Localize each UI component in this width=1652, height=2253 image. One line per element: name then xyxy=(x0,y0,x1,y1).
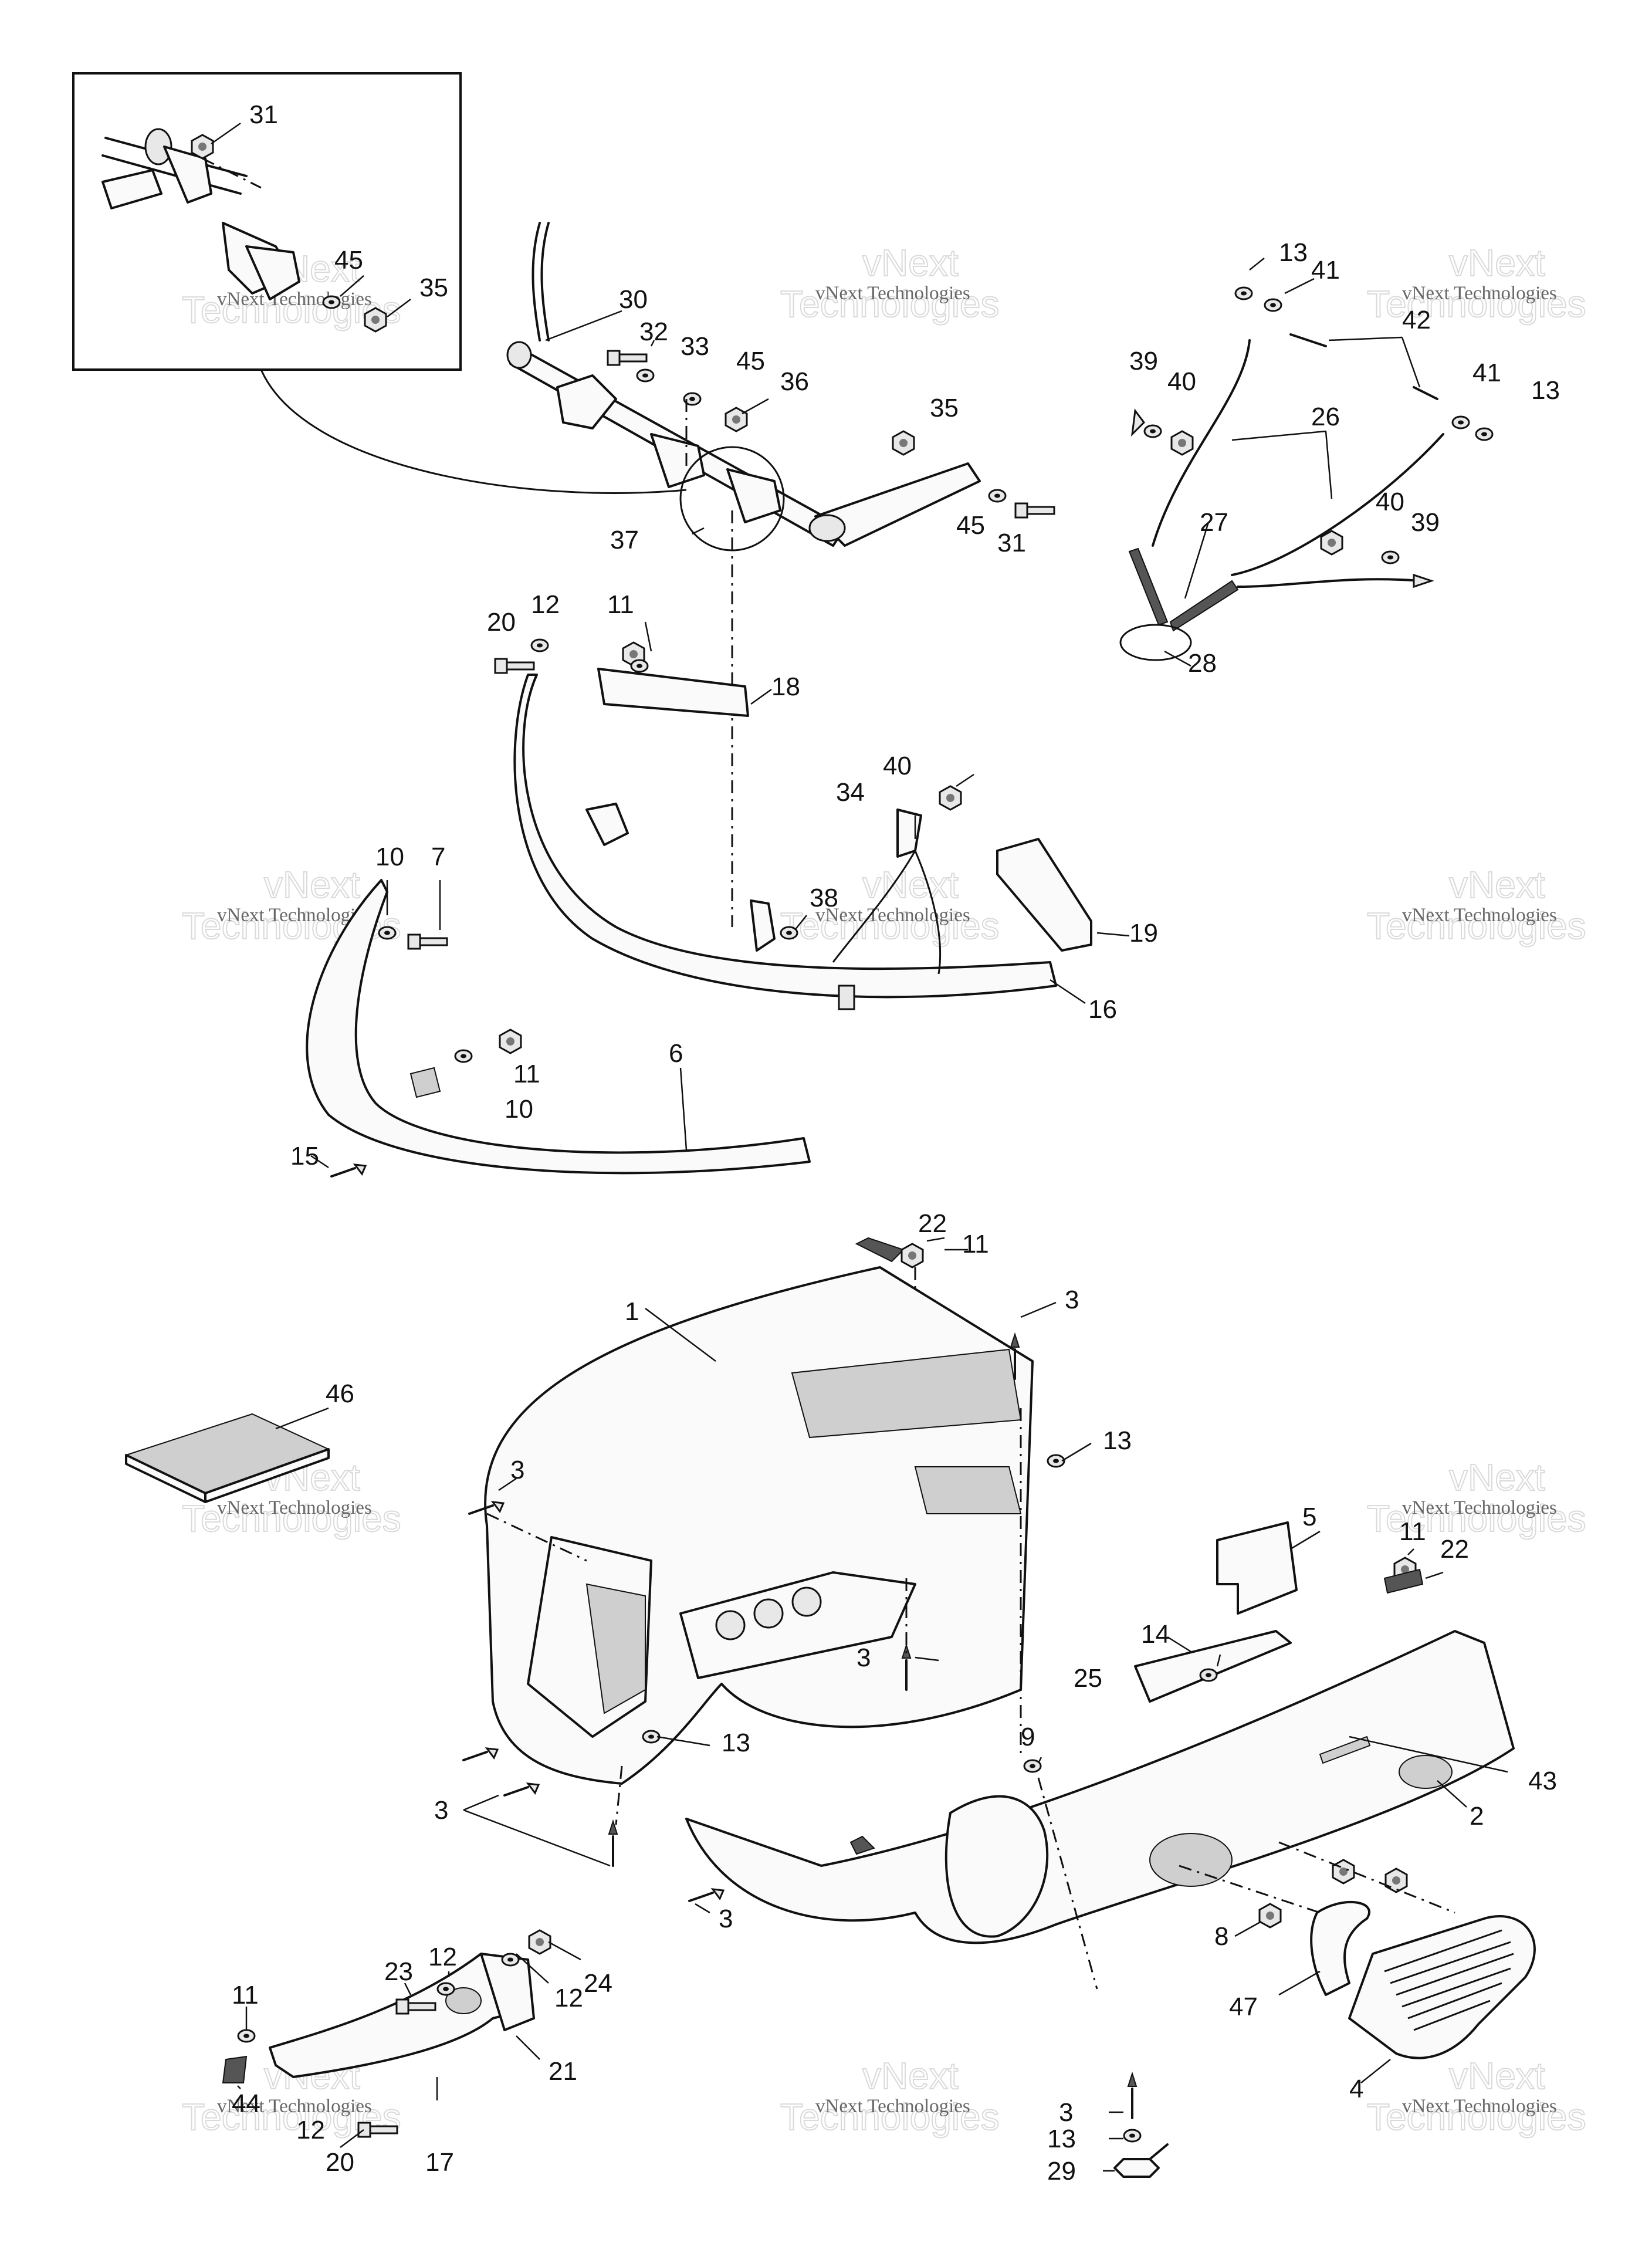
vent-grill xyxy=(1278,1900,1536,2083)
part-label: 4 xyxy=(1349,2075,1363,2103)
part-label: 8 xyxy=(1214,1922,1228,1951)
part-label: 5 xyxy=(1302,1503,1316,1531)
part-label: 3 xyxy=(719,1904,733,1933)
part-label: 13 xyxy=(1103,1426,1132,1455)
part-label: 29 xyxy=(1047,2157,1076,2186)
part-label: 33 xyxy=(681,332,709,361)
bottom-clip xyxy=(1103,2072,1169,2178)
part-label: 11 xyxy=(513,1060,540,1088)
part-label: 40 xyxy=(1376,488,1404,516)
part-label: 20 xyxy=(326,2148,354,2177)
part-label: 15 xyxy=(290,1142,319,1171)
part-label: 27 xyxy=(1200,508,1228,537)
part-label: 46 xyxy=(326,1379,354,1408)
part-label: 16 xyxy=(1088,995,1117,1024)
part-label: 23 xyxy=(384,1957,413,1986)
part-label: 30 xyxy=(619,285,648,314)
part-label: 1 xyxy=(625,1297,639,1326)
part-label: 3 xyxy=(1059,2098,1073,2127)
part-label: 25 xyxy=(1074,1664,1102,1693)
part-label: 13 xyxy=(1279,238,1308,267)
part-label: 13 xyxy=(1047,2125,1076,2153)
inset-detail xyxy=(72,72,687,494)
part-label: 13 xyxy=(1531,376,1560,405)
part-label: 13 xyxy=(722,1728,750,1757)
part-label: 38 xyxy=(810,884,838,912)
part-label: 47 xyxy=(1229,1992,1258,2021)
part-label: 45 xyxy=(334,246,363,275)
part-label: 14 xyxy=(1141,1620,1170,1649)
part-label: 39 xyxy=(1129,347,1158,376)
part-label: 26 xyxy=(1311,402,1340,431)
part-label: 41 xyxy=(1472,358,1501,387)
part-label: 21 xyxy=(549,2057,577,2086)
part-label: 22 xyxy=(918,1209,947,1238)
bumper-assembly xyxy=(494,621,1130,1010)
part-label: 9 xyxy=(1021,1723,1035,1751)
part-label: 40 xyxy=(1167,367,1196,396)
part-label: 12 xyxy=(428,1943,457,1971)
part-label: 45 xyxy=(736,347,765,376)
part-label: 45 xyxy=(956,511,985,540)
part-label: 44 xyxy=(232,2089,260,2118)
part-label: 24 xyxy=(584,1969,612,1998)
part-label: 41 xyxy=(1311,256,1340,285)
part-label: 20 xyxy=(487,608,516,637)
part-labels: 31 45 35 30 32 33 45 36 35 45 31 37 13 4… xyxy=(232,100,1560,2186)
part-label: 6 xyxy=(669,1039,683,1068)
handlebar-assembly xyxy=(506,222,1055,927)
part-label: 11 xyxy=(962,1230,989,1259)
part-label: 11 xyxy=(232,1981,259,2010)
part-label: 10 xyxy=(375,843,404,871)
part-label: 40 xyxy=(883,752,912,780)
part-label: 12 xyxy=(296,2116,325,2144)
part-label: 12 xyxy=(531,590,560,619)
cable-assembly xyxy=(1119,258,1494,667)
part-label: 18 xyxy=(771,672,800,701)
part-label: 19 xyxy=(1129,919,1158,948)
part-label: 39 xyxy=(1411,508,1440,537)
part-label: 32 xyxy=(639,317,668,346)
part-label: 42 xyxy=(1402,306,1431,334)
side-bracket xyxy=(222,1929,581,2148)
part-label: 12 xyxy=(554,1984,583,2012)
spoiler xyxy=(306,879,811,1178)
part-label: 28 xyxy=(1188,649,1217,678)
part-label: 35 xyxy=(930,394,959,422)
part-label: 22 xyxy=(1440,1535,1469,1564)
part-label: 35 xyxy=(419,273,448,302)
part-label: 31 xyxy=(997,529,1026,557)
part-label: 3 xyxy=(857,1643,871,1672)
part-label: 3 xyxy=(510,1456,524,1484)
part-label: 10 xyxy=(505,1095,533,1124)
part-label: 36 xyxy=(780,367,809,396)
part-label: 43 xyxy=(1528,1767,1557,1795)
part-label: 11 xyxy=(607,590,634,619)
part-label: 2 xyxy=(1470,1802,1484,1831)
part-label: 34 xyxy=(836,778,865,807)
hood xyxy=(462,1237,1092,1867)
part-label: 31 xyxy=(249,100,278,129)
part-label: 3 xyxy=(1065,1286,1079,1314)
part-label: 11 xyxy=(1399,1517,1426,1546)
part-label: 37 xyxy=(610,526,639,554)
belly-pan xyxy=(685,1521,1515,1990)
part-label: 17 xyxy=(425,2148,454,2177)
part-label: 3 xyxy=(434,1796,448,1825)
foam-pad xyxy=(124,1407,330,1503)
part-label: 7 xyxy=(431,843,445,871)
